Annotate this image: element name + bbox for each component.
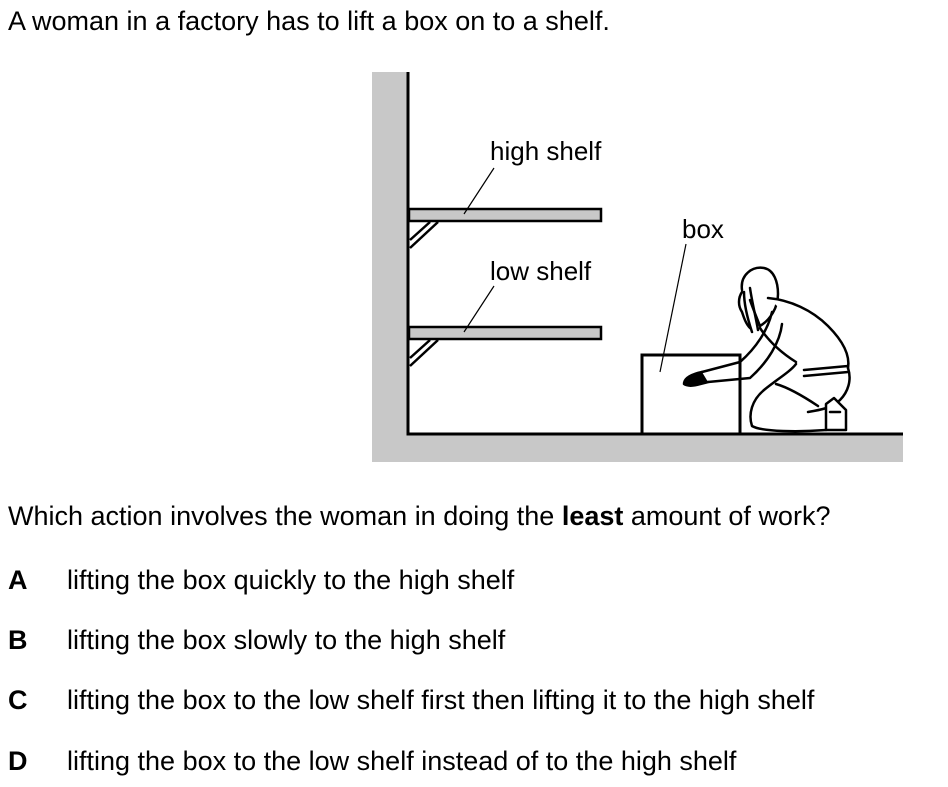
label-box: box (682, 214, 724, 244)
high-shelf (407, 207, 603, 249)
question-emphasis: least (561, 501, 624, 531)
intro-text: A woman in a factory has to lift a box o… (8, 6, 610, 36)
wall-and-floor (372, 72, 903, 462)
question-text: Which action involves the woman in doing… (8, 499, 830, 533)
option-text: lifting the box to the low shelf first t… (67, 685, 815, 715)
option-letter: C (8, 685, 28, 715)
option-text: lifting the box quickly to the high shel… (67, 565, 515, 595)
woman-figure (682, 266, 851, 433)
leader-lines (463, 167, 687, 373)
option-text: lifting the box to the low shelf instead… (67, 746, 737, 776)
label-low-shelf: low shelf (490, 256, 592, 286)
option-letter: A (8, 565, 28, 595)
option-text: lifting the box slowly to the high shelf (67, 625, 506, 655)
question-after: amount of work? (623, 501, 831, 531)
option-letter: B (8, 625, 28, 655)
question-before: Which action involves the woman in doing… (8, 501, 562, 531)
box-shape (640, 353, 742, 436)
low-shelf (407, 325, 603, 367)
option-letter: D (8, 746, 28, 776)
factory-shelf-diagram: high shelf low shelf box (372, 72, 903, 462)
label-high-shelf: high shelf (490, 136, 602, 166)
